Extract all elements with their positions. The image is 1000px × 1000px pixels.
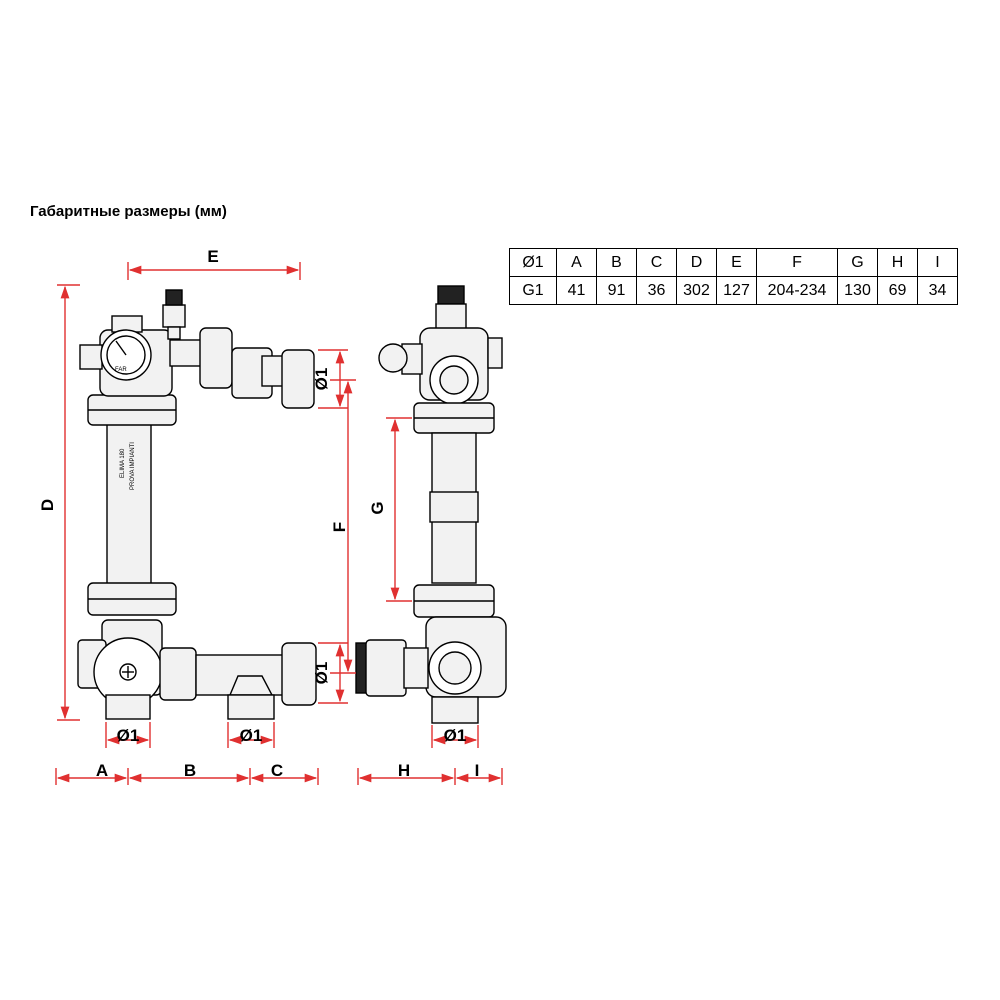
table-value-cell: 127 xyxy=(716,276,757,305)
bottom-branch-nut xyxy=(159,647,197,701)
table-value-cell: G1 xyxy=(509,276,557,305)
dim-label-d: D xyxy=(38,499,57,511)
air-vent-valve xyxy=(162,304,186,328)
table-value-cell: 302 xyxy=(676,276,717,305)
table-value-row: G1 41 91 36 302 127 204-234 130 69 34 xyxy=(509,276,958,305)
dimension-lines xyxy=(55,262,503,785)
left-side-plug xyxy=(79,344,103,370)
table-value-cell: 41 xyxy=(556,276,597,305)
dim-label-i: I xyxy=(475,761,480,780)
table-header-cell: Ø1 xyxy=(509,248,557,277)
table-header-cell: H xyxy=(877,248,918,277)
dimensions-table: Ø1 A B C D E F G H I G1 41 91 36 302 127… xyxy=(509,248,958,305)
bottom-center-outlet xyxy=(227,694,275,720)
dim-label-dia-center: Ø1 xyxy=(240,726,263,745)
dim-label-c: C xyxy=(271,761,283,780)
top-outlet-nut xyxy=(281,349,315,409)
svg-text:PROVA IMPIANTI: PROVA IMPIANTI xyxy=(130,442,136,490)
table-value-cell: 34 xyxy=(917,276,958,305)
side-view xyxy=(355,285,507,724)
table-value-cell: 36 xyxy=(636,276,677,305)
table-header-cell: D xyxy=(676,248,717,277)
svg-text:FAR: FAR xyxy=(115,367,127,373)
table-header-cell: E xyxy=(716,248,757,277)
dim-label-dia-bottom: Ø1 xyxy=(312,662,331,685)
top-branch-nut xyxy=(199,327,233,389)
bottom-left-outlet xyxy=(105,694,151,720)
page-title: Габаритные размеры (мм) xyxy=(30,203,227,220)
front-view: ELIMA 180 PROVA IMPIANTI FAR xyxy=(77,289,317,720)
dim-label-dia-side: Ø1 xyxy=(444,726,467,745)
table-value-cell: 130 xyxy=(837,276,878,305)
dim-label-dia-left: Ø1 xyxy=(117,726,140,745)
dim-label-g: G xyxy=(368,501,387,514)
side-thermometer xyxy=(378,343,408,373)
dimension-labels: E D F G Ø1 Ø1 Ø1 Ø1 Ø1 A B C H I xyxy=(38,247,479,780)
bottom-outlet-nut xyxy=(281,642,317,706)
dim-label-f: F xyxy=(330,522,349,532)
vertical-pipe xyxy=(106,419,152,586)
dim-label-b: B xyxy=(184,761,196,780)
table-value-cell: 69 xyxy=(877,276,918,305)
table-value-cell: 91 xyxy=(596,276,637,305)
dim-label-a: A xyxy=(96,761,108,780)
dim-label-e: E xyxy=(207,247,218,266)
svg-text:ELIMA 180: ELIMA 180 xyxy=(120,448,126,478)
side-bottom-outlet xyxy=(431,696,479,724)
table-header-cell: G xyxy=(837,248,878,277)
table-header-cell: F xyxy=(756,248,838,277)
dim-label-h: H xyxy=(398,761,410,780)
side-air-vent xyxy=(437,285,465,305)
table-header-cell: I xyxy=(917,248,958,277)
dim-label-dia-top: Ø1 xyxy=(312,368,331,391)
table-header-row: Ø1 A B C D E F G H I xyxy=(509,248,958,277)
